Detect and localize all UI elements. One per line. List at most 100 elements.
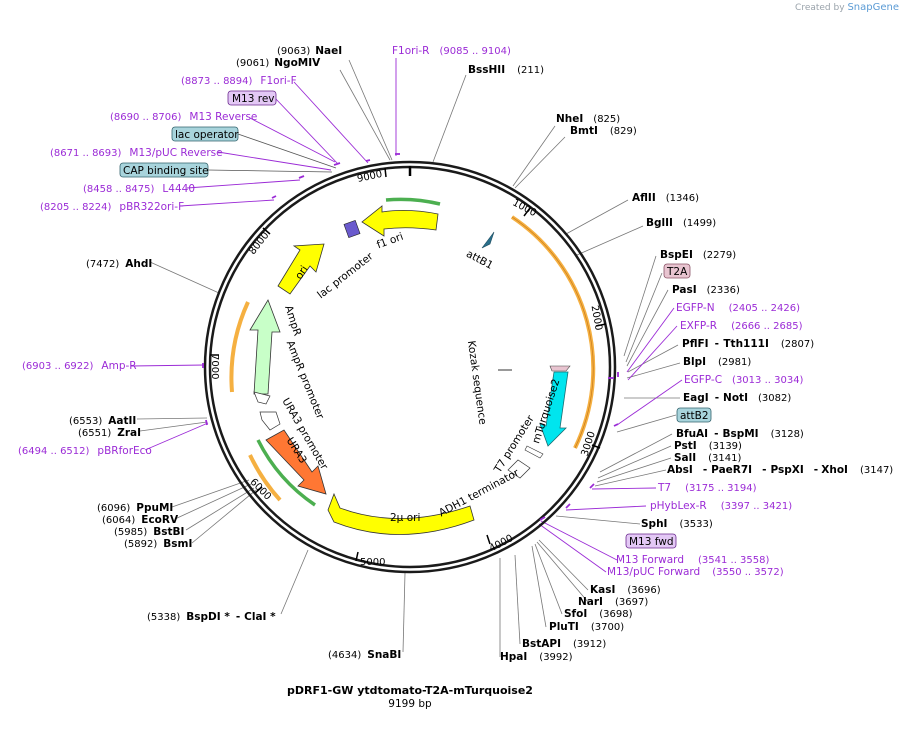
site-bspei: BspEI(2279) — [660, 249, 736, 261]
primer-leader-lines — [130, 58, 683, 573]
t7-promoter-marker — [524, 445, 544, 459]
svg-text:attB2: attB2 — [680, 410, 709, 422]
box-m13-rev: M13 rev — [227, 90, 277, 106]
primer-f1ori-r: F1ori-R(9085 .. 9104) — [392, 45, 511, 57]
primer-phyblex-r: pHybLex-R(3397 .. 3421) — [650, 500, 792, 512]
feature-arc-lower-left — [248, 454, 282, 502]
site-kasi: KasI(3696) — [590, 584, 661, 596]
primer-labels: F1ori-R(9085 .. 9104) (8873 .. 8894)F1or… — [18, 45, 804, 578]
t2a-marker — [549, 365, 571, 372]
f1-ori-arrow — [361, 205, 439, 237]
feature-arc-green-top — [385, 197, 441, 206]
box-cap-binding-site: CAP binding site — [119, 162, 209, 178]
plasmid-name: pDRF1-GW ytdtomato-T2A-mTurquoise2 — [287, 684, 533, 697]
primer-exfp-r: EXFP-R(2666 .. 2685) — [680, 320, 803, 332]
svg-text:CAP binding site: CAP binding site — [123, 165, 209, 177]
ampr-promoter-marker — [253, 391, 271, 405]
feature-arc-green-lower — [256, 439, 316, 507]
primer-egfp-c: EGFP-C(3013 .. 3034) — [684, 374, 804, 386]
site-blpi: BlpI(2981) — [683, 356, 751, 368]
site-ecorv: (6064)EcoRV — [102, 514, 179, 526]
primer-t7: T7(3175 .. 3194) — [657, 482, 757, 494]
tick-label-5000: 5000 — [360, 557, 385, 568]
label-two-mu-ori: 2μ ori — [390, 512, 420, 524]
svg-text:M13 rev: M13 rev — [232, 93, 275, 105]
site-pluti: PluTI(3700) — [549, 621, 624, 633]
site-ngomiv: (9061)NgoMIV — [236, 57, 321, 69]
site-ahdi: (7472)AhdI — [86, 258, 152, 270]
position-ticks — [210, 167, 607, 562]
box-leader-lines — [207, 133, 337, 173]
box-t2a: T2A — [663, 263, 691, 279]
site-aatii: (6553)AatII — [69, 415, 136, 427]
tick-label-7000: 7000 — [209, 354, 220, 379]
box-lac-operator: lac operator — [171, 126, 239, 142]
box-attb2: attB2 — [676, 407, 712, 423]
ori-arrow — [277, 243, 325, 295]
primer-egfp-n: EGFP-N(2405 .. 2426) — [676, 302, 800, 314]
tick-label-9000: 9000 — [356, 169, 383, 185]
primer-m13-forward: M13 Forward(3541 .. 3558) — [616, 554, 769, 566]
primer-m13-puc-forward: M13/pUC Forward(3550 .. 3572) — [607, 566, 784, 578]
mturquoise2-arrow — [539, 371, 569, 447]
tick-label-8000: 8000 — [247, 230, 271, 257]
primer-pbr322ori-f: (8205 .. 8224)pBR322ori-F — [40, 201, 184, 213]
site-bsshii: BssHII(211) — [468, 64, 544, 76]
label-attb1: attB1 — [464, 248, 495, 272]
two-mu-ori-arrow — [327, 492, 475, 535]
leader-lines — [136, 59, 681, 657]
primer-pbrforeco: (6494 .. 6512)pBRforEco — [18, 445, 152, 457]
site-absi: AbsI-PaeR7I-PspXI-XhoI(3147) — [667, 464, 893, 476]
primer-m13-reverse: (8690 .. 8706)M13 Reverse — [110, 111, 257, 123]
site-bspdi: (5338)BspDI *-ClaI * — [147, 611, 276, 623]
attb1-marker — [481, 231, 495, 249]
primer-markers — [202, 153, 619, 521]
site-zrai: (6551)ZraI — [78, 427, 141, 439]
site-bfuai: BfuAI-BspMI(3128) — [676, 428, 804, 440]
ampr-arrow — [249, 299, 281, 395]
tick-label-2000: 2000 — [589, 304, 604, 331]
site-pasi: PasI(2336) — [672, 284, 740, 296]
site-nari: NarI(3697) — [578, 596, 648, 608]
svg-text:lac operator: lac operator — [175, 129, 239, 141]
ura3-arrow — [265, 429, 327, 495]
box-m13-fwd: M13 fwd — [625, 533, 677, 549]
site-bstbi: (5985)BstBI — [114, 526, 184, 538]
plasmid-length: 9199 bp — [388, 698, 432, 710]
site-psti: PstI(3139) — [674, 440, 742, 452]
site-eagi: EagI-NotI(3082) — [683, 392, 791, 404]
site-naei: (9063)NaeI — [277, 45, 342, 57]
svg-text:T2A: T2A — [666, 266, 688, 278]
label-lac-promoter: lac promoter — [315, 250, 376, 301]
site-sfoi: SfoI(3698) — [564, 608, 633, 620]
primer-l4440: (8458 .. 8475)L4440 — [83, 183, 195, 195]
feature-arc-ytdtomato-inner — [511, 216, 594, 449]
site-bglii: BglII(1499) — [646, 217, 716, 229]
ura3-promoter-marker — [259, 411, 281, 431]
snapgene-credit: Created by SnapGene — [795, 2, 899, 13]
site-sali: SalI(3141) — [674, 452, 742, 464]
label-f1-ori: f1 ori — [375, 231, 405, 252]
primer-f1ori-f: (8873 .. 8894)F1ori-F — [181, 75, 297, 87]
svg-text:M13 fwd: M13 fwd — [629, 536, 674, 548]
adh1-terminator-marker — [507, 459, 531, 479]
site-bmti: BmtI(829) — [570, 125, 637, 137]
site-aflii: AflII(1346) — [632, 192, 699, 204]
lac-promoter-marker — [343, 219, 361, 239]
label-kozak: Kozak sequence — [465, 340, 489, 426]
site-snabi: (4634)SnaBI — [328, 649, 401, 661]
primer-amp-r: (6903 .. 6922)Amp-R — [22, 360, 137, 372]
site-labels: (9063)NaeI (9061)NgoMIV BssHII(211) NheI… — [69, 45, 893, 663]
label-ampr: AmpR — [282, 304, 303, 338]
credit-prefix: Created by — [795, 3, 845, 13]
site-ppumi: (6096)PpuMI — [97, 502, 173, 514]
site-hpai: HpaI(3992) — [500, 651, 573, 663]
site-sphi: SphI(3533) — [641, 518, 713, 530]
primer-m13-puc-reverse: (8671 .. 8693)M13/pUC Reverse — [50, 147, 223, 159]
label-adh1-terminator: ADH1 terminator — [437, 467, 522, 520]
feature-arc-amp-left — [229, 301, 250, 393]
backbone-outer — [203, 160, 617, 574]
snapgene-logo: SnapGene — [847, 2, 899, 13]
site-pflfi: PflFI-Tth111I(2807) — [682, 338, 814, 350]
